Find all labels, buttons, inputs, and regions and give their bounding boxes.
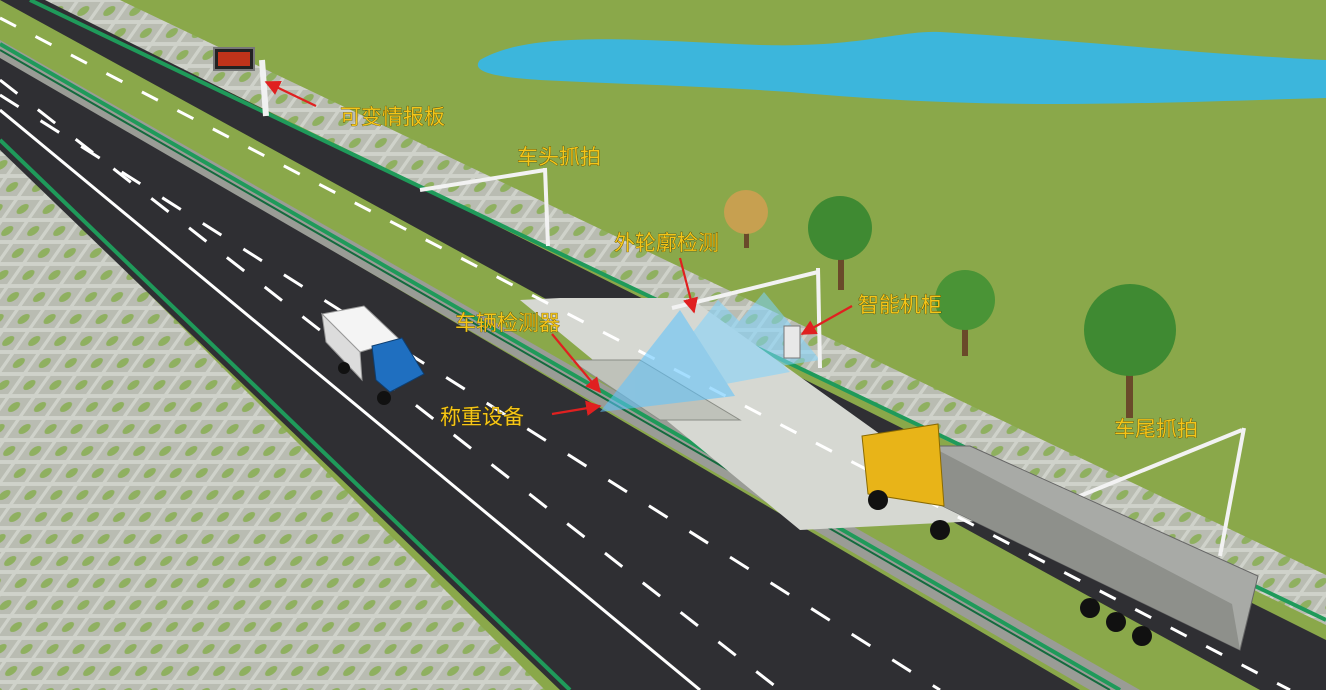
median-guardrail	[0, 42, 1121, 690]
tree-3	[1084, 284, 1176, 418]
tree-1	[808, 196, 872, 290]
smart-cabinet	[783, 325, 801, 359]
box-truck	[320, 305, 425, 405]
label-vms: 可变情报板	[340, 105, 445, 129]
median-strip	[0, 40, 1140, 690]
label-tail-capture: 车尾抓拍	[1114, 417, 1198, 441]
label-smart-cabinet: 智能机柜	[858, 293, 942, 317]
lane-markings	[0, 16, 1291, 690]
container-semi-truck	[861, 423, 1259, 651]
label-vehicle-detector: 车辆检测器	[455, 311, 560, 335]
tail-capture-gantry	[1069, 427, 1246, 557]
tree-4	[724, 190, 768, 248]
head-capture-gantry	[419, 167, 550, 247]
tree-2	[935, 270, 995, 356]
near-guardrail	[0, 138, 572, 690]
median-guardrail-rail	[0, 49, 1111, 690]
vms-sign-structure	[213, 47, 269, 117]
callout-arrows	[264, 81, 853, 416]
label-weighing: 称重设备	[440, 405, 524, 429]
label-head-capture: 车头抓拍	[517, 145, 601, 169]
label-profile-detection: 外轮廓检测	[614, 231, 719, 255]
lake	[477, 31, 1326, 104]
